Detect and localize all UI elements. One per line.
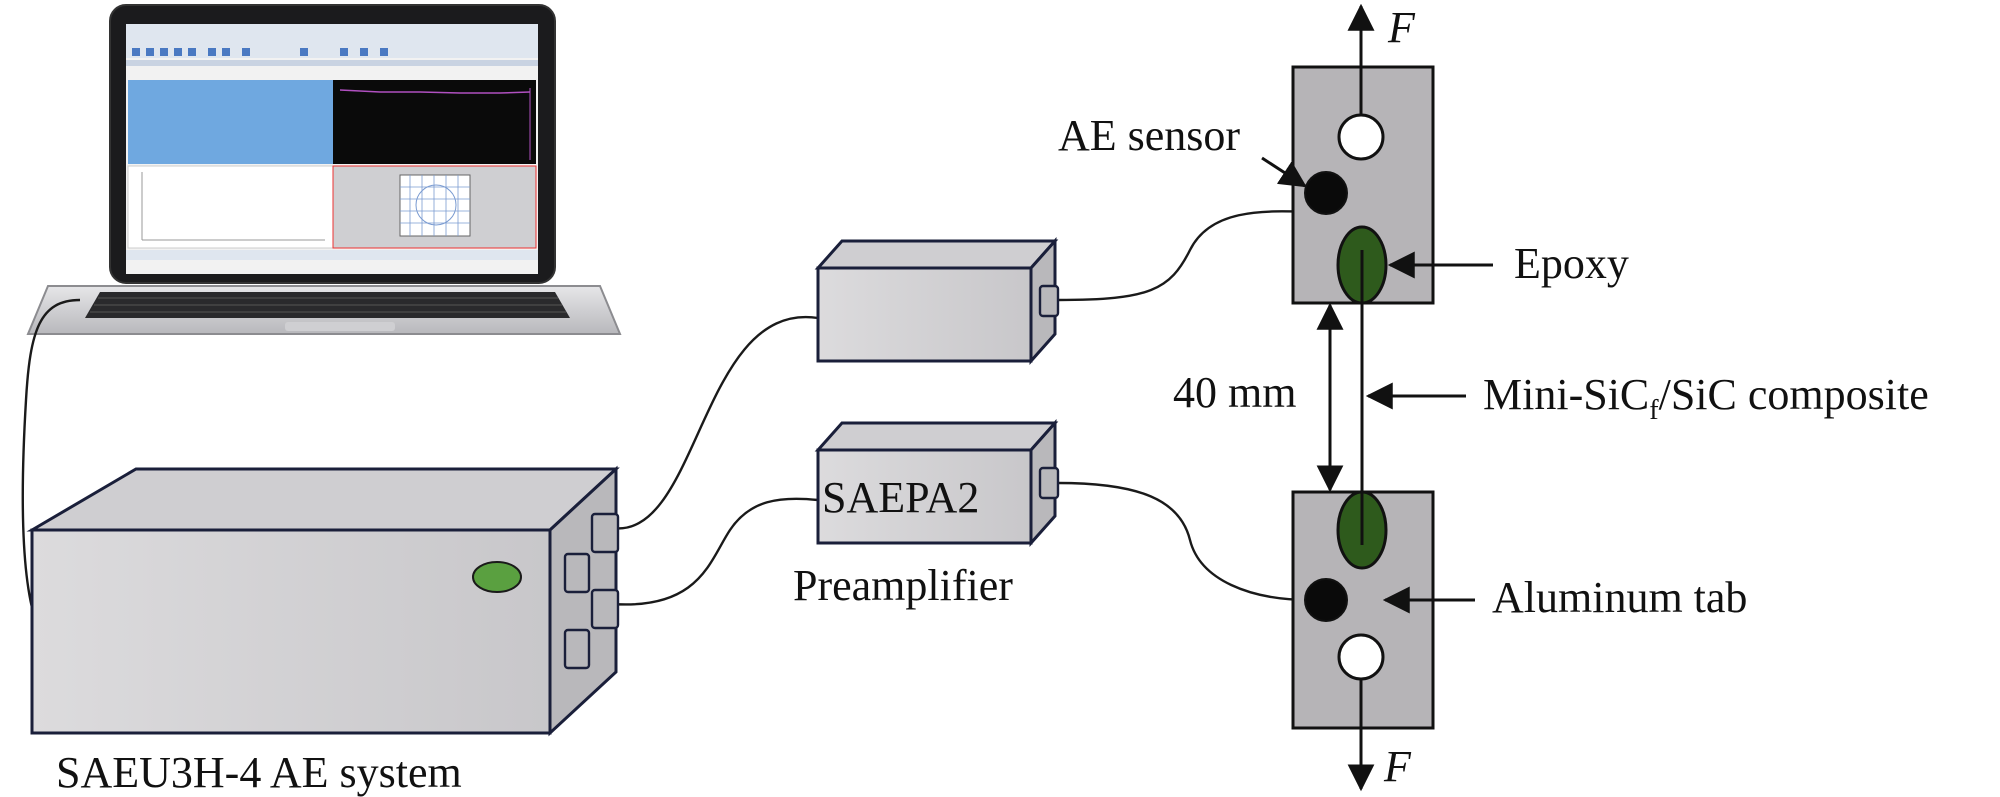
preamplifier-bottom-box: [814, 419, 1060, 547]
preamp-caption-label: Preamplifier: [793, 561, 1013, 610]
wire-laptop-system: [21, 298, 81, 623]
wire-system-preamp-top: [611, 315, 819, 530]
ae-sensor-pointer: [1261, 156, 1307, 188]
composite-label-rest: /SiC composite: [1659, 370, 1929, 419]
aluminum-tab-label: Aluminum tab: [1492, 573, 1747, 622]
composite-label-main: Mini-SiC: [1483, 370, 1649, 419]
distance-label: 40 mm: [1173, 368, 1296, 417]
laptop-icon: [26, 4, 622, 335]
system-connectors: [563, 512, 620, 670]
ae-system-label: SAEU3H-4 AE system: [56, 748, 462, 797]
preamp-model-label: SAEPA2: [822, 473, 979, 522]
preamp-bottom-connector: [1038, 466, 1060, 500]
power-led: [472, 561, 522, 593]
ae-sensor-label: AE sensor: [1058, 111, 1240, 160]
composite-label: Mini-SiCf/SiC composite: [1483, 370, 1929, 426]
wire-system-preamp-bottom: [611, 497, 819, 606]
force-top-label: F: [1387, 3, 1416, 52]
screen-dark-panel: [333, 80, 536, 164]
bottom-tab-hole: [1337, 633, 1385, 681]
ae-system-box: [26, 465, 620, 737]
preamp-top-connector: [1038, 284, 1060, 318]
wire-preamp-sensor-top: [1057, 210, 1311, 302]
top-tab-hole: [1337, 113, 1385, 161]
wire-preamp-sensor-bottom: [1057, 481, 1311, 602]
preamplifier-top-box: [814, 237, 1060, 365]
composite-label-subscript: f: [1649, 395, 1659, 426]
screen-blue-panel: [128, 80, 333, 164]
bottom-sensor-dot: [1304, 578, 1348, 622]
ae-sensor-dot: [1304, 171, 1348, 215]
force-bottom-label: F: [1383, 742, 1412, 791]
epoxy-label: Epoxy: [1514, 239, 1629, 288]
